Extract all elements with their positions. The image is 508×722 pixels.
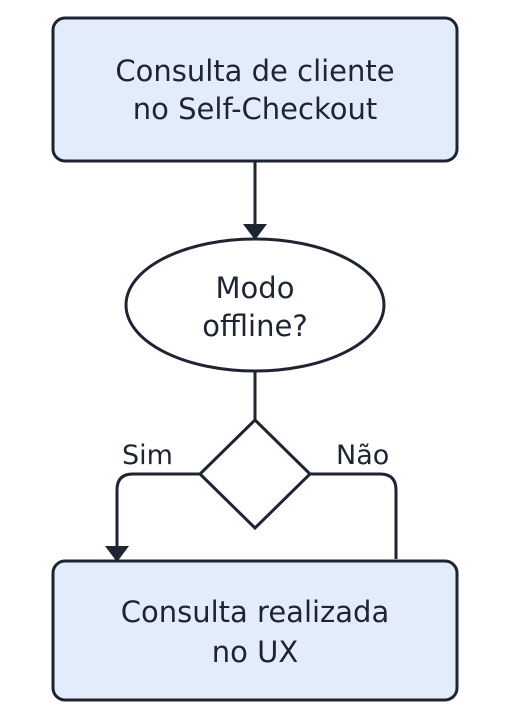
start-label-line-1: Consulta de cliente	[115, 54, 394, 88]
end-label-line-1: Consulta realizada	[121, 595, 389, 629]
arrowhead-yes-branch	[105, 546, 129, 562]
edge-yes-branch	[115, 472, 200, 548]
decision-diamond	[197, 417, 313, 531]
no-label: Não	[336, 440, 389, 471]
yes-label: Sim	[122, 440, 173, 471]
start-label-line-2: no Self-Checkout	[133, 92, 377, 126]
question-node: Modo offline?	[124, 237, 386, 373]
end-box	[51, 559, 459, 702]
start-node: Consulta de cliente no Self-Checkout	[51, 16, 459, 163]
edge-no-branch	[310, 472, 398, 559]
end-label-line-2: no UX	[212, 635, 298, 669]
question-label-line-2: offline?	[202, 309, 307, 343]
question-label-line-1: Modo	[216, 271, 295, 305]
start-box	[51, 16, 459, 163]
end-node: Consulta realizada no UX	[51, 559, 459, 702]
question-ellipse	[124, 237, 386, 373]
arrowhead-start-to-question	[243, 224, 267, 240]
